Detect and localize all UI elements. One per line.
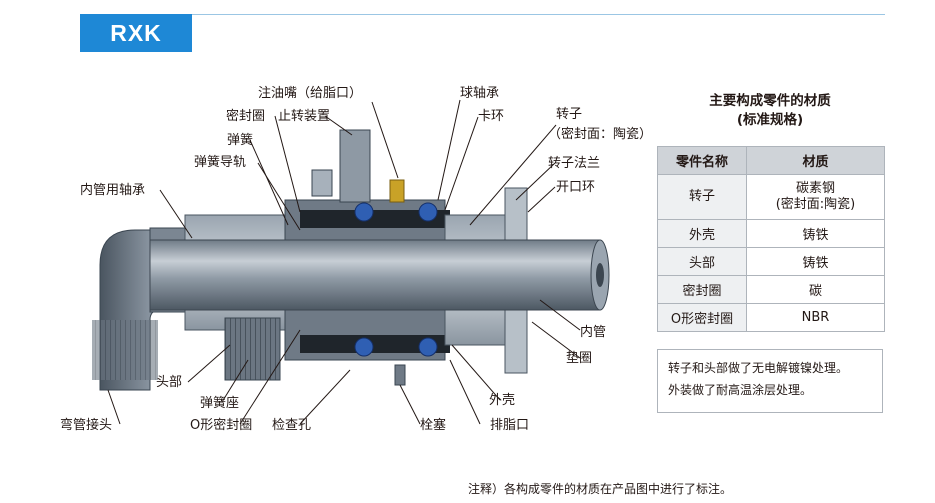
table-row: 转子 碳素钢 (密封面:陶瓷)	[657, 174, 885, 220]
label-inner-tube: 内管	[580, 324, 606, 340]
label-gasket: 垫圈	[566, 350, 592, 366]
label-plug: 栓塞	[420, 417, 446, 433]
label-ball-bearing: 球轴承	[460, 86, 499, 101]
col-material-header: 材质	[746, 146, 885, 175]
label-snap-ring: 卡环	[478, 109, 504, 124]
label-grease-nipple: 注油嘴（给脂口）	[258, 86, 362, 101]
label-rotor: 转子	[556, 107, 582, 122]
part-cell: 转子	[657, 174, 747, 220]
label-drain-port: 排脂口	[490, 418, 529, 433]
material-cell: 碳素钢 (密封面:陶瓷)	[746, 174, 885, 220]
material-cell: NBR	[746, 303, 885, 332]
label-elbow-joint: 弯管接头	[60, 417, 112, 433]
label-rotor-note: （密封面：陶瓷）	[548, 126, 652, 142]
label-spring-guide: 弹簧导轨	[194, 154, 246, 170]
materials-title: 主要构成零件的材质 (标准规格)	[655, 92, 885, 130]
label-spring: 弹簧	[227, 132, 253, 148]
table-row: O形密封圈 NBR	[657, 303, 885, 332]
footnote: 注释）各构成零件的材质在产品图中进行了标注。	[468, 482, 733, 496]
material-cell: 碳	[746, 275, 885, 304]
table-row: 密封圈 碳	[657, 275, 885, 304]
part-cell: 密封圈	[657, 275, 747, 304]
table-header-row: 零件名称 材质	[657, 146, 885, 175]
materials-table: 零件名称 材质 转子 碳素钢 (密封面:陶瓷) 外壳 铸铁 头部 铸铁 密封圈 …	[657, 146, 885, 332]
label-rotor-flange: 转子法兰	[548, 156, 600, 171]
label-split-ring: 开口环	[556, 180, 595, 195]
model-tab: RXK	[80, 14, 192, 52]
note-line-1: 转子和头部做了无电解镀镍处理。	[668, 361, 849, 375]
rotary-joint-diagram: 注油嘴（给脂口） 球轴承 密封圈 止转装置 卡环 转子 （密封面：陶瓷） 弹簧 …	[60, 86, 652, 433]
label-spring-seat: 弹簧座	[200, 395, 239, 411]
materials-title-line1: 主要构成零件的材质	[709, 93, 831, 109]
inner-tube-shape	[149, 239, 610, 311]
col-part-header: 零件名称	[657, 146, 747, 175]
note-line-2: 外装做了耐高温涂层处理。	[668, 383, 813, 397]
part-cell: 头部	[657, 247, 747, 276]
label-anti-rotation: 止转装置	[278, 109, 330, 124]
label-o-ring: O形密封圈	[190, 417, 252, 433]
material-line: 碳素钢	[795, 181, 835, 196]
header-rule	[80, 14, 885, 15]
materials-title-line2: (标准规格)	[736, 112, 804, 128]
treatment-note-box: 转子和头部做了无电解镀镍处理。 外装做了耐高温涂层处理。	[657, 349, 883, 413]
label-inner-tube-bearing: 内管用轴承	[80, 182, 145, 198]
label-seal-ring-top: 密封圈	[226, 108, 265, 124]
label-inspection-hole: 检查孔	[272, 418, 311, 433]
material-cell: 铸铁	[746, 219, 885, 248]
label-casing: 外壳	[489, 393, 515, 408]
table-row: 外壳 铸铁	[657, 219, 885, 248]
material-line-2: (密封面:陶瓷)	[775, 197, 856, 212]
part-cell: O形密封圈	[657, 303, 747, 332]
table-row: 头部 铸铁	[657, 247, 885, 276]
part-cell: 外壳	[657, 219, 747, 248]
leader-lines	[107, 99, 581, 425]
label-head: 头部	[156, 375, 182, 390]
material-cell: 铸铁	[746, 247, 885, 276]
